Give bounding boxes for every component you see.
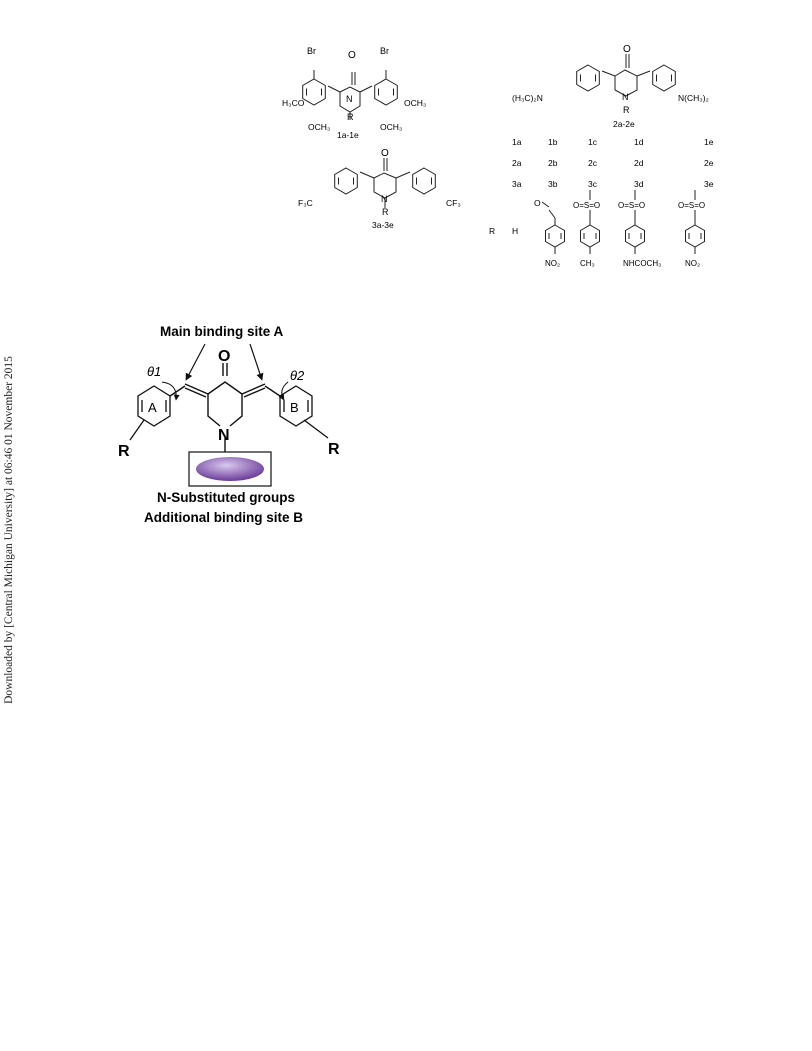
sulfonyl-1c: O=S=O [573, 201, 600, 210]
substituent-1b [541, 201, 565, 254]
atom-r-3: R [382, 207, 389, 217]
rotation-arrows [161, 381, 289, 401]
n-substituted-label: N-Substituted groups [157, 490, 295, 505]
structure-3 [334, 158, 436, 208]
methoxy-right: OCH₃ [404, 98, 426, 108]
r-left: R [118, 443, 130, 460]
cell-1a: 1a [512, 137, 522, 147]
cell-3a: 3a [512, 179, 522, 189]
atom-o-1: O [348, 50, 356, 61]
trifluoromethyl-right: CF₃ [446, 198, 461, 208]
piperidine-nitrogen: N [218, 427, 230, 444]
dimethylamino-left: (H₃C)₂N [512, 93, 543, 103]
compound-label-2: 2a-2e [613, 119, 635, 129]
cell-2c: 2c [588, 158, 598, 168]
n-substituent-box [188, 451, 272, 487]
structure-2 [576, 54, 676, 97]
carbonyl-oxygen: O [218, 348, 230, 365]
dimethylamino-right: N(CH₃)₂ [678, 93, 709, 103]
cell-3d: 3d [634, 179, 644, 189]
atom-r-1: R [347, 112, 354, 122]
nitro-1b: NO₂ [545, 259, 560, 268]
atom-br-right: Br [380, 46, 389, 56]
substituent-1c [580, 190, 600, 254]
scaffold [169, 363, 281, 452]
trifluoromethyl-left: F₃C [298, 198, 313, 208]
r-right: R [328, 441, 340, 458]
acetamido-1d: NHCOCH₃ [623, 259, 661, 268]
ring-b [279, 385, 329, 439]
atom-br-left: Br [307, 46, 316, 56]
cell-1c: 1c [588, 137, 598, 147]
cell-1d: 1d [634, 137, 644, 147]
cell-3c: 3c [588, 179, 598, 189]
methoxy-bottom-left: OCH₃ [308, 122, 330, 132]
methyl-1c: CH₃ [580, 259, 595, 268]
substituent-1d [625, 190, 645, 254]
r-hydrogen: H [512, 226, 518, 236]
carbonyl-o: O [534, 198, 541, 208]
series-table: 1a 1b 1c 1d 1e 2a 2b 2c 2d 2e 3a 3b 3c 3… [512, 137, 714, 189]
methoxy-left: H₃CO [282, 98, 305, 108]
cell-3e: 3e [704, 179, 714, 189]
methoxy-bottom-right: OCH₃ [380, 122, 402, 132]
compound-scheme: O Br Br N R H₃CO OCH₃ OCH₃ OCH₃ 1a-1e O … [282, 44, 714, 268]
cell-3b: 3b [548, 179, 558, 189]
sulfonyl-1d: O=S=O [618, 201, 645, 210]
ring-b-label: B [290, 400, 299, 415]
cell-2b: 2b [548, 158, 558, 168]
atom-n-3: N [381, 194, 388, 204]
atom-n-2: N [622, 92, 629, 102]
site-a-arrows [185, 343, 264, 381]
compound-label-3: 3a-3e [372, 220, 394, 230]
download-watermark: Downloaded by [Central Michigan Universi… [1, 300, 17, 760]
compound-label-1: 1a-1e [337, 130, 359, 140]
ring-a-label: A [148, 400, 157, 415]
cell-2d: 2d [634, 158, 644, 168]
atom-o-3: O [381, 148, 389, 159]
structure-1 [302, 70, 398, 120]
ring-a [129, 385, 171, 441]
theta2-label: θ2 [290, 368, 305, 383]
cell-2a: 2a [512, 158, 522, 168]
theta1-label: θ1 [147, 364, 161, 379]
site-b-label: Additional binding site B [144, 510, 303, 525]
atom-r-2: R [623, 105, 630, 115]
nitro-1e: NO₂ [685, 259, 700, 268]
atom-n-1: N [346, 94, 353, 104]
binding-site-figure: Main binding site A θ1 θ2 A B O N [118, 324, 340, 525]
atom-o-2: O [623, 44, 631, 55]
n-substituent-ellipse [196, 457, 264, 481]
r-label: R [489, 226, 495, 236]
cell-2e: 2e [704, 158, 714, 168]
site-a-label: Main binding site A [160, 324, 283, 339]
sulfonyl-1e: O=S=O [678, 201, 705, 210]
substituent-1e [685, 190, 705, 254]
cell-1e: 1e [704, 137, 714, 147]
watermark-text: Downloaded by [Central Michigan Universi… [3, 356, 15, 704]
cell-1b: 1b [548, 137, 558, 147]
